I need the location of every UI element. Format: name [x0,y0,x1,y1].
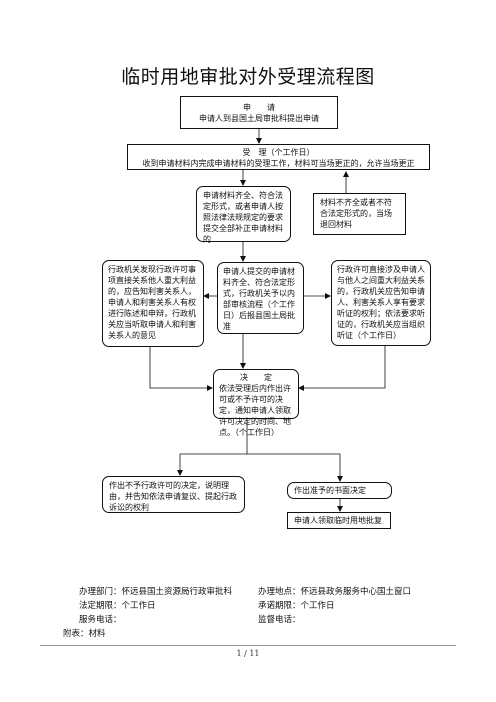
node-collect-text: 申请人领取临时用地批复 [294,516,382,525]
info-location: 办理地点：怀远县政务服务中心国土窗口 [258,587,412,597]
node-approve-text: 作出准予的书面决定 [294,486,366,495]
arrow-right-to-decision [298,346,386,391]
node-incomplete-text: 材料不齐全或者不符合法定形式的，当场退回材料 [320,198,392,229]
node-deny-text: 作出不予行政许可的决定，说明理由，并告知依法申请复议、提起行政诉讼的权利 [109,481,237,512]
node-apply-heading: 申 请 [243,103,275,112]
info-dept: 办理部门：怀远县国土资源局行政审批科 [79,587,233,597]
node-decision-text: 依法受理后内作出许可或不予许可的决定，通知申请人领取许可决定的时间、地点。（个工… [219,384,291,437]
node-approve: 作出准予的书面决定 [287,482,392,499]
node-complete-text: 申请材料齐全、符合法定形式，或者申请人按照法律法规规定的要求提交全部补正申请材料… [203,191,283,244]
info-promise-limit: 承诺期限：个工作日 [258,601,335,611]
node-incomplete: 材料不齐全或者不符合法定形式的，当场退回材料 [313,193,406,235]
node-decision: 决 定 依法受理后内作出许可或不予许可的决定，通知申请人领取许可决定的时间、地点… [213,369,299,437]
page-title: 临时用地审批对外受理流程图 [121,66,375,88]
node-apply-text: 申请人到县国土局审批科提出申请 [199,114,319,123]
arrow-left-to-decision [149,347,213,391]
node-hearing-left: 行政机关发现行政许可事项直接关系他人重大利益的，应告知利害关系人，申请人和利害关… [102,260,204,347]
node-apply: 申 请 申请人到县国土局审批科提出申请 [180,96,338,129]
node-collect: 申请人领取临时用地批复 [287,512,391,529]
node-accept-text: 收到申请材料内完成申请材料的受理工作，材料可当场更正的，允许当场更正 [142,159,415,168]
info-attachment: 附表：材料 [63,629,106,639]
info-legal-limit: 法定期限：个工作日 [79,601,156,611]
node-review-text: 申请人提交的申请材料齐全、符合法定形式，行政机关予以内部审核流程（个工作日）后报… [223,267,295,331]
node-hearing-right-text: 行政许可直接涉及申请人与他人之间重大利益关系的，行政机关应告知申请人、利害关系人… [337,265,425,340]
node-decision-heading: 决 定 [240,373,272,382]
node-hearing-left-text: 行政机关发现行政许可事项直接关系他人重大利益的，应告知利害关系人，申请人和利害关… [108,265,196,340]
info-service-phone: 服务电话： [79,615,122,625]
node-accept-heading: 受 理（个工作日） [242,148,315,157]
footer-divider [40,645,456,646]
node-accept: 受 理（个工作日） 收到申请材料内完成申请材料的受理工作，材料可当场更正的，允许… [127,144,430,170]
node-complete: 申请材料齐全、符合法定形式，或者申请人按照法律法规规定的要求提交全部补正申请材料… [196,186,291,244]
node-deny: 作出不予行政许可的决定，说明理由，并告知依法申请复议、提起行政诉讼的权利 [102,476,245,513]
page-number: 1 / 11 [236,649,260,658]
node-hearing-right: 行政许可直接涉及申请人与他人之间重大利益关系的，行政机关应告知申请人、利害关系人… [331,260,431,346]
info-supervise-phone: 监督电话： [258,615,301,625]
node-review: 申请人提交的申请材料齐全、符合法定形式，行政机关予以内部审核流程（个工作日）后报… [217,262,304,334]
